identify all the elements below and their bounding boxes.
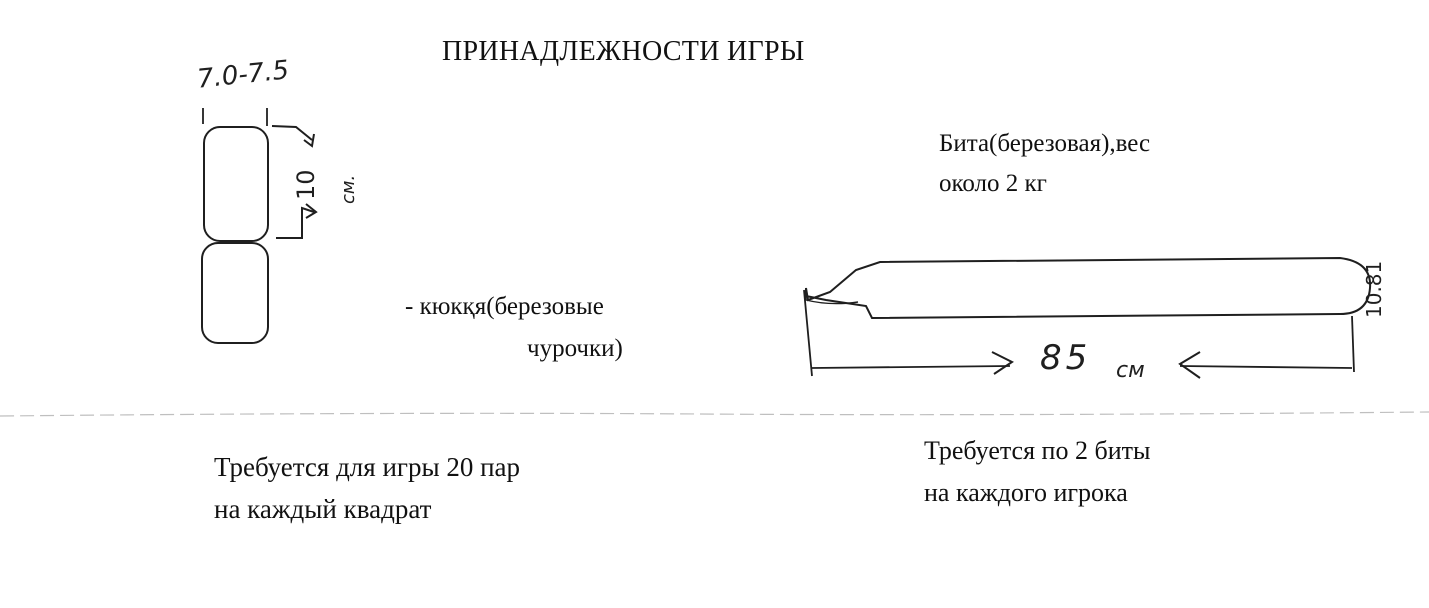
page-title: ПРИНАДЛЕЖНОСТИ ИГРЫ [442, 36, 805, 67]
kyukkya-label: - кюкқя(березовые чурочки) [405, 286, 623, 370]
bat-requirement: Требуется по 2 биты на каждого игрока [924, 430, 1150, 514]
bat-length-unit: см [1116, 358, 1145, 383]
height-bracket-bottom [276, 206, 315, 239]
bat-outline [805, 256, 1372, 320]
height-bracket-top [271, 125, 313, 141]
kyukkya-requirement-line2: на каждый квадрат [214, 494, 432, 524]
kyukkya-block-bottom [201, 242, 269, 344]
bat-length-arrow-right [1178, 351, 1201, 379]
bat-length-line-left [811, 365, 1011, 369]
kyukkya-block-top [203, 126, 269, 242]
bat-length-label: 85 [1040, 338, 1092, 378]
bat-length-ext-left [803, 289, 813, 377]
kyukkya-label-line2: чурочки) [527, 335, 623, 362]
bat-description: Бита(березовая),вес около 2 кг [939, 124, 1150, 204]
bat-length-ext-right [1351, 315, 1355, 373]
bat-diameter-label: 10.81 [1362, 260, 1386, 318]
bat-requirement-line2: на каждого игрока [924, 478, 1128, 507]
kyukkya-height-unit: см. [338, 174, 359, 204]
kyukkya-requirement: Требуется для игры 20 пар на каждый квад… [214, 446, 520, 530]
kyukkya-label-line1: - кюкқя(березовые [405, 293, 604, 320]
kyukkya-height-label: 10 [292, 169, 320, 200]
scan-artifact-line [0, 411, 1429, 417]
bat-knob-shading [805, 290, 859, 305]
bat-description-line2: около 2 кг [939, 170, 1047, 197]
bat-requirement-line1: Требуется по 2 биты [924, 436, 1151, 465]
bat-length-arrow-left [991, 351, 1014, 375]
bat-description-line1: Бита(березовая),вес [939, 130, 1151, 157]
bat-length-line-right [1179, 365, 1353, 369]
kyukkya-requirement-line1: Требуется для игры 20 пар [214, 452, 521, 482]
height-arrow-top [303, 133, 315, 148]
height-arrow-bottom [305, 203, 318, 219]
